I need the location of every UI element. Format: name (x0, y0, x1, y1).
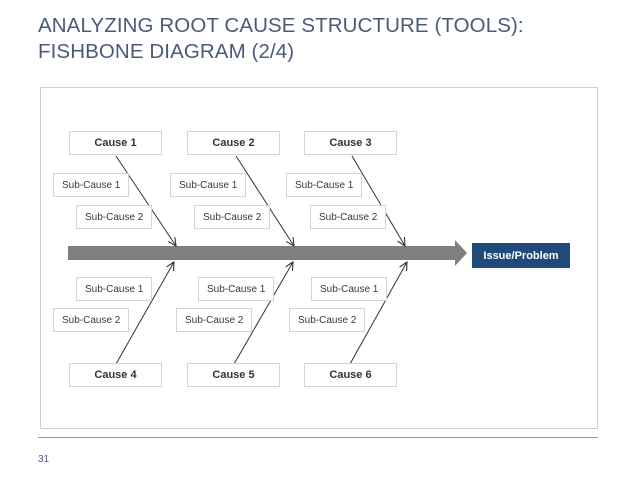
cause-3-sub-cause-2: Sub-Cause 2 (310, 205, 387, 229)
bone-cause-6 (349, 262, 407, 365)
cause-box-3: Cause 3 (304, 131, 397, 155)
bone-cause-1 (115, 155, 176, 246)
cause-6-sub-cause-2: Sub-Cause 2 (289, 308, 366, 332)
cause-5-sub-cause-1: Sub-Cause 1 (198, 277, 275, 301)
bone-cause-2 (235, 155, 294, 246)
slide-title-line-1: ANALYZING ROOT CAUSE STRUCTURE (TOOLS): (38, 14, 524, 37)
footer-divider (38, 437, 598, 438)
cause-box-1: Cause 1 (69, 131, 162, 155)
issue-problem-box: Issue/Problem (472, 243, 570, 268)
diagram-frame (40, 87, 598, 429)
cause-5-sub-cause-2: Sub-Cause 2 (176, 308, 253, 332)
cause-box-2: Cause 2 (187, 131, 280, 155)
cause-box-5: Cause 5 (187, 363, 280, 387)
slide-title: ANALYZING ROOT CAUSE STRUCTURE (TOOLS): … (38, 13, 524, 65)
fishbone-spine-arrow (68, 240, 467, 266)
cause-box-6: Cause 6 (304, 363, 397, 387)
cause-3-sub-cause-1: Sub-Cause 1 (286, 173, 363, 197)
cause-1-sub-cause-2: Sub-Cause 2 (76, 205, 153, 229)
bone-cause-3 (351, 155, 405, 246)
page-number: 31 (38, 454, 50, 465)
bone-cause-4 (115, 262, 174, 365)
cause-2-sub-cause-2: Sub-Cause 2 (194, 205, 271, 229)
cause-2-sub-cause-1: Sub-Cause 1 (170, 173, 247, 197)
slide-title-line-2: FISHBONE DIAGRAM (2/4) (38, 40, 295, 63)
cause-1-sub-cause-1: Sub-Cause 1 (53, 173, 130, 197)
cause-6-sub-cause-1: Sub-Cause 1 (311, 277, 388, 301)
cause-4-sub-cause-1: Sub-Cause 1 (76, 277, 153, 301)
cause-box-4: Cause 4 (69, 363, 162, 387)
cause-4-sub-cause-2: Sub-Cause 2 (53, 308, 130, 332)
bone-cause-5 (233, 262, 293, 365)
